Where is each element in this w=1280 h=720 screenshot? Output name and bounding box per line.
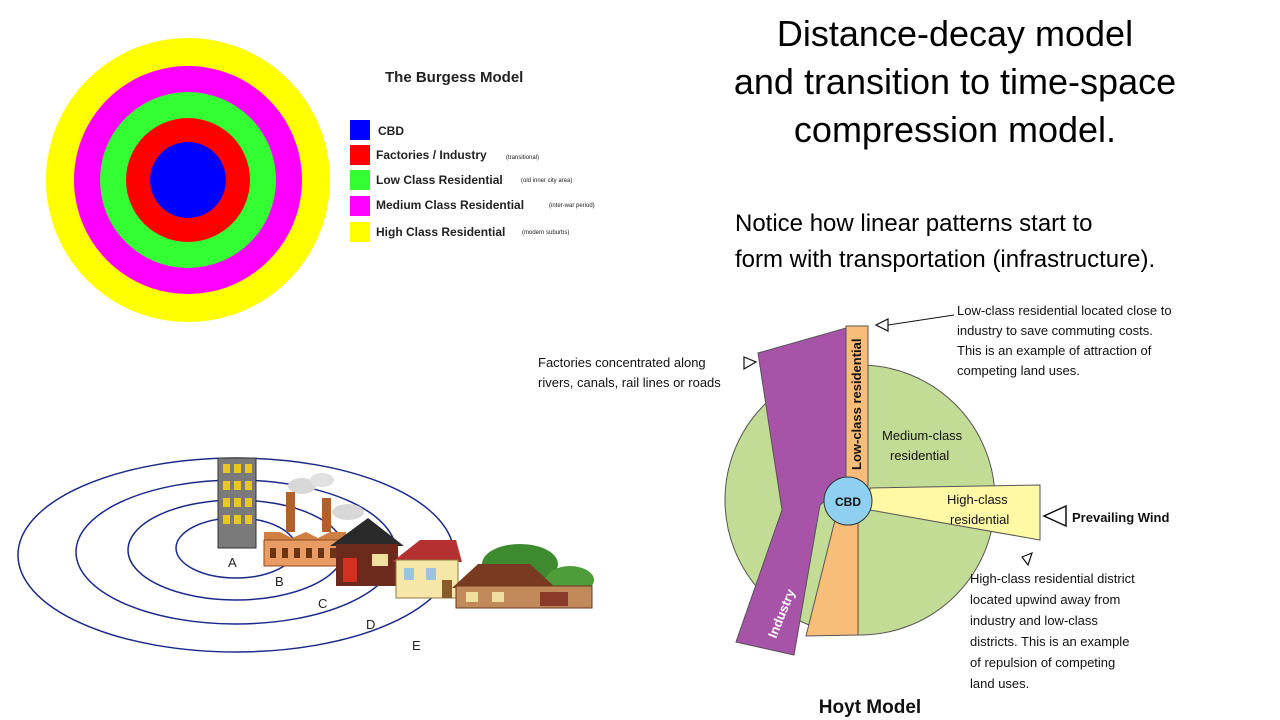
- low-class-note-line-2: industry to save commuting costs.: [957, 323, 1153, 338]
- legend-swatch-high-class: [350, 222, 370, 242]
- high-class-note-line-3: industry and low-class: [970, 613, 1098, 628]
- medium-class-label-1: Medium-class: [882, 428, 963, 443]
- legend-label: High Class Residential: [376, 225, 505, 239]
- zone-letter-d: D: [366, 617, 375, 632]
- high-class-note-line-6: land uses.: [970, 676, 1029, 691]
- legend-note: (old inner city area): [521, 178, 572, 184]
- high-class-label-1: High-class: [947, 492, 1008, 507]
- medium-house-icon: [392, 540, 462, 599]
- burgess-legend-item: Low Class Residential (old inner city ar…: [350, 170, 572, 190]
- large-house-icon: [452, 544, 594, 609]
- low-class-label: Low-class residential: [849, 339, 864, 471]
- legend-note: (transitional): [506, 155, 539, 161]
- legend-note: (inter-war period): [549, 203, 595, 209]
- legend-swatch-medium-class: [350, 196, 370, 216]
- factories-pointer-icon: [743, 356, 758, 371]
- high-class-note-line-1: High-class residential district: [970, 571, 1135, 586]
- legend-swatch-low-class: [350, 170, 370, 190]
- high-class-pointer-icon: [1021, 551, 1033, 567]
- notice-line-1: Notice how linear patterns start to: [735, 210, 1093, 237]
- legend-label: Factories / Industry: [376, 148, 487, 162]
- factory-icon: [263, 473, 364, 567]
- legend-swatch-factories: [350, 145, 370, 165]
- burgess-legend-title: The Burgess Model: [385, 69, 523, 86]
- low-class-note-line-1: Low-class residential located close to: [957, 303, 1172, 318]
- low-class-note-line-4: competing land uses.: [957, 363, 1080, 378]
- high-class-note-line-2: located upwind away from: [970, 592, 1120, 607]
- concentric-zones-illustration: A B C D E: [17, 457, 594, 653]
- zone-letter-c: C: [318, 596, 327, 611]
- title-line-1: Distance-decay model: [776, 13, 1134, 54]
- zone-letter-a: A: [228, 555, 237, 570]
- burgess-model-diagram: The Burgess Model CBD Factories / Indust…: [46, 38, 595, 322]
- legend-note: (modern suburbs): [522, 230, 569, 236]
- hoyt-model-title: Hoyt Model: [819, 697, 921, 718]
- medium-class-label-2: residential: [890, 448, 949, 463]
- hoyt-model-diagram: CBD Low-class residential Industry Mediu…: [538, 303, 1172, 718]
- burgess-legend-item: High Class Residential (modern suburbs): [350, 222, 569, 242]
- factories-note-line-2: rivers, canals, rail lines or roads: [538, 375, 721, 390]
- zone-letter-e: E: [412, 638, 421, 653]
- prevailing-wind-label: Prevailing Wind: [1072, 510, 1169, 525]
- legend-swatch-cbd: [350, 120, 370, 140]
- high-class-note-line-4: districts. This is an example: [970, 634, 1129, 649]
- legend-label: Low Class Residential: [376, 173, 503, 187]
- burgess-legend-item: CBD: [350, 120, 404, 140]
- burgess-legend-item: Factories / Industry (transitional): [350, 145, 539, 165]
- burgess-ring-cbd: [150, 142, 226, 218]
- legend-label: Medium Class Residential: [376, 198, 524, 212]
- low-class-pointer-icon: [874, 318, 889, 332]
- high-class-label-2: residential: [950, 512, 1009, 527]
- prevailing-wind-arrow-icon: [1042, 504, 1067, 528]
- title-line-2: and transition to time-space: [733, 61, 1177, 102]
- industry-sector: [735, 327, 847, 656]
- title-line-3: compression model.: [793, 109, 1117, 150]
- legend-label: CBD: [378, 124, 404, 138]
- slide-title: Distance-decay model and transition to t…: [640, 10, 1270, 154]
- cbd-circle: [823, 476, 873, 526]
- office-tower-icon: [217, 457, 257, 549]
- notice-text: Notice how linear patterns start to form…: [735, 206, 1280, 278]
- notice-line-2: form with transportation (infrastructure…: [735, 246, 1156, 273]
- high-class-note-line-5: of repulsion of competing: [970, 655, 1115, 670]
- zone-letter-b: B: [275, 574, 284, 589]
- burgess-legend-item: Medium Class Residential (inter-war peri…: [350, 196, 595, 216]
- factories-note-line-1: Factories concentrated along: [538, 355, 706, 370]
- low-class-note-line-3: This is an example of attraction of: [957, 343, 1152, 358]
- small-house-icon: [330, 518, 404, 586]
- cbd-label: CBD: [835, 495, 861, 509]
